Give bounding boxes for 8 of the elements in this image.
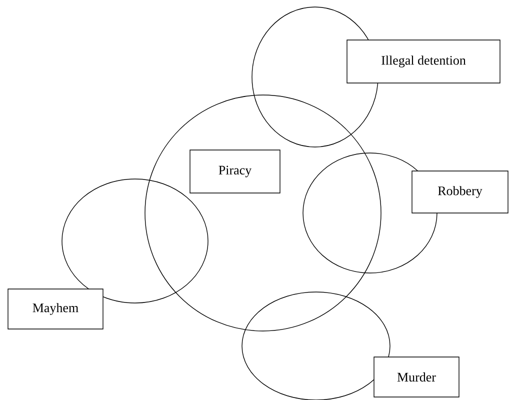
label-box: Mayhem bbox=[8, 288, 104, 330]
circle-outline bbox=[144, 94, 382, 332]
ellipse-outline bbox=[242, 292, 390, 400]
label-box: Illegal detention bbox=[346, 40, 500, 84]
label-box: Murder bbox=[374, 356, 460, 398]
ellipse-outline bbox=[62, 178, 208, 304]
label-box: Piracy bbox=[190, 150, 280, 194]
label-box: Robbery bbox=[412, 170, 508, 214]
